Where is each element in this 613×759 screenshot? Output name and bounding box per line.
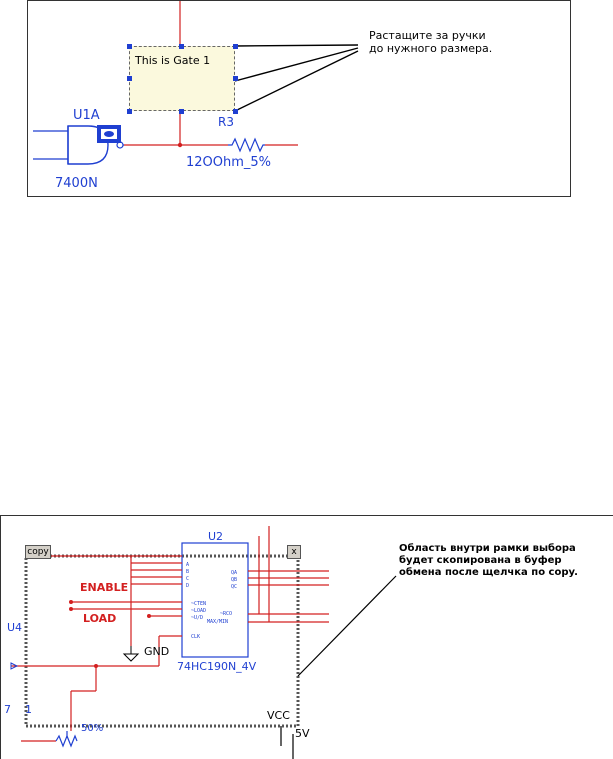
nand-gate	[67, 125, 109, 165]
svg-text:~LOAD: ~LOAD	[191, 608, 206, 614]
junction-dot	[177, 142, 183, 148]
gnd-label: GND	[144, 645, 170, 658]
note-line: до нужного размера.	[369, 42, 493, 55]
resize-handle-tl[interactable]	[127, 44, 132, 49]
resistor-value-label: 12OOhm_5%	[186, 155, 272, 170]
callout-line	[297, 575, 397, 677]
resize-handle-tm[interactable]	[179, 44, 184, 49]
close-button[interactable]: x	[287, 545, 301, 559]
figure1-note: Растащите за ручки до нужного размера.	[369, 29, 492, 55]
text-box-gate1[interactable]: This is Gate 1	[129, 46, 235, 111]
figure1-wires	[33, 1, 359, 165]
note-line: Растащите за ручки	[369, 29, 486, 42]
svg-text:C: C	[186, 576, 189, 582]
resize-handle-bl[interactable]	[127, 109, 132, 114]
chip-u2	[181, 542, 249, 658]
svg-text:B: B	[186, 569, 189, 575]
u2-label: U2	[208, 530, 224, 543]
enable-label: ENABLE	[80, 581, 129, 594]
resistor-r3	[228, 137, 265, 153]
svg-text:A: A	[186, 562, 189, 568]
r3-label: R3	[218, 115, 234, 129]
svg-text:QC: QC	[231, 584, 237, 590]
callout-line-1	[234, 44, 359, 47]
resize-handle-ml[interactable]	[127, 76, 132, 81]
u-number-label-2: 1	[25, 703, 32, 716]
resize-handle-br[interactable]	[233, 109, 238, 114]
text-box-label: This is Gate 1	[135, 54, 211, 67]
note-line: Область внутри рамки выбора	[399, 543, 576, 554]
chip-part-label: 74HC190N_4V	[177, 660, 257, 673]
gnd-symbol	[122, 653, 140, 662]
gate-part-label: 7400N	[55, 176, 98, 191]
load-label: LOAD	[83, 612, 117, 625]
5v-label: 5V	[295, 727, 310, 740]
pot-percent-label: 50%	[81, 723, 104, 734]
svg-text:MAX/MIN: MAX/MIN	[207, 619, 228, 625]
svg-text:~U/D: ~U/D	[191, 615, 203, 621]
u1a-label: U1A	[73, 108, 100, 123]
note-line: будет скопирована в буфер	[399, 555, 562, 566]
vcc-label: VCC	[267, 709, 290, 722]
figure2-note: Область внутри рамки выбора будет скопир…	[399, 543, 578, 579]
svg-text:CLK: CLK	[191, 634, 200, 640]
note-line: обмена после щелчка по copy.	[399, 567, 578, 578]
u-number-label: 7	[4, 703, 11, 716]
callout-line-3	[234, 50, 359, 112]
svg-text:~RCO: ~RCO	[220, 611, 232, 617]
svg-text:~CTEN: ~CTEN	[191, 601, 206, 607]
selection-frame	[24, 554, 300, 728]
svg-text:QA: QA	[231, 570, 237, 576]
svg-text:QB: QB	[231, 577, 237, 583]
svg-text:D: D	[186, 583, 189, 589]
resize-handle-mr[interactable]	[233, 76, 238, 81]
figure1-panel: This is Gate 1 U1A R3 7400N 12OOhm_5% Ра…	[27, 0, 571, 197]
callout-line-2	[234, 47, 359, 82]
resize-handle-tr[interactable]	[233, 44, 238, 49]
u4-label: U4	[7, 621, 23, 634]
copy-button[interactable]: copy	[25, 545, 51, 559]
resize-handle-bm[interactable]	[179, 109, 184, 114]
